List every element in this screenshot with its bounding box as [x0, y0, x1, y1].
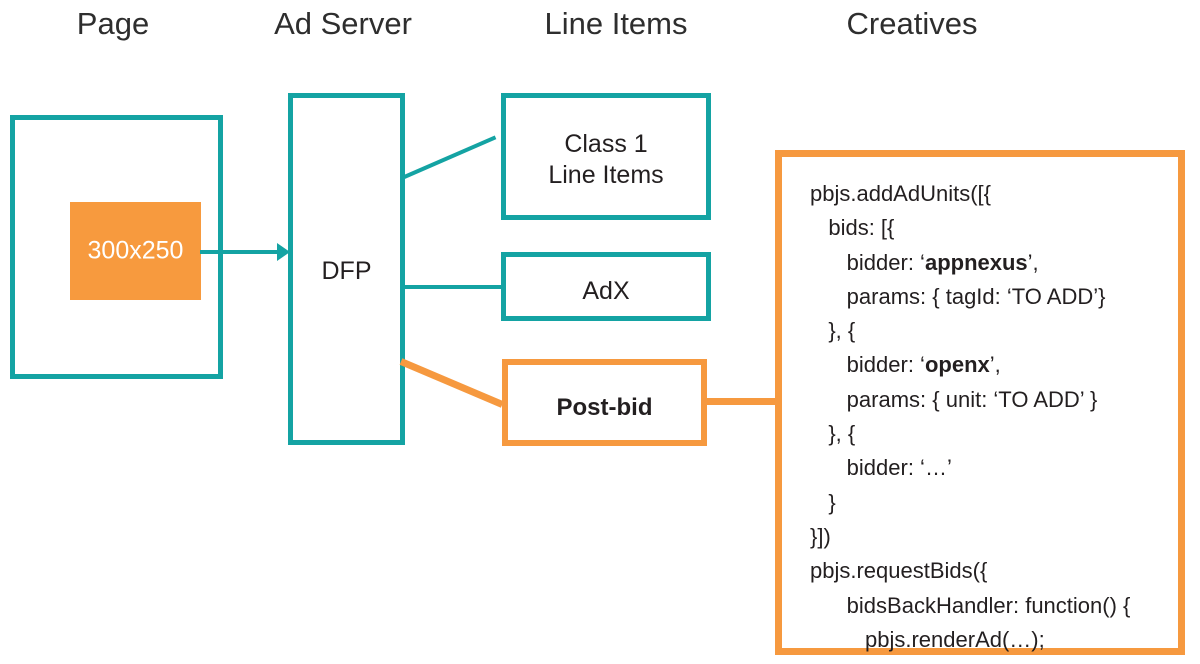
code-lines-container: pbjs.addAdUnits([{ bids: [{ bidder: ‘app…	[810, 177, 1172, 664]
code-line: }, {	[810, 318, 856, 344]
code-line: params: { tagId: ‘TO ADD’}	[810, 283, 1106, 309]
ad-slot-300x250: 300x250	[70, 202, 201, 300]
code-line: pbjs.requestBids({	[810, 558, 988, 584]
adx-label: AdX	[582, 277, 630, 305]
code-line: bidder: ‘…’	[810, 455, 952, 481]
class1-label-line1: Class 1	[564, 130, 648, 158]
code-line: pbjs.addAdUnits([{	[810, 181, 991, 206]
creative-code-block: pbjs.addAdUnits([{ bids: [{ bidder: ‘app…	[775, 150, 1185, 664]
code-line: params: { unit: ‘TO ADD’ }	[810, 386, 1098, 412]
code-line: }, {	[810, 421, 856, 447]
code-line: }])	[810, 523, 831, 549]
code-line: bidsBackHandler: function() {	[810, 592, 1131, 618]
class1-label-line2: Line Items	[548, 160, 664, 189]
column-header-page: Page	[76, 6, 150, 41]
connector-dfp-to-adx	[402, 285, 504, 289]
ad-slot-size-label: 300x250	[87, 236, 184, 265]
connector-slot-to-dfp	[200, 250, 283, 254]
line-item-adx-box: AdX	[501, 252, 711, 321]
code-line: }	[810, 657, 1172, 664]
dfp-label: DFP	[321, 257, 372, 285]
postbid-label: Post-bid	[556, 394, 653, 421]
connector-dfp-to-postbid	[399, 358, 504, 408]
code-bidder-name: appnexus	[924, 249, 1028, 275]
column-header-ad-server: Ad Server	[274, 6, 412, 41]
column-header-line-items: Line Items	[544, 6, 688, 41]
code-line: pbjs.renderAd(…);	[810, 626, 1045, 652]
line-item-postbid-box: Post-bid	[502, 359, 707, 446]
code-line: bidder: ‘appnexus’,	[810, 249, 1039, 275]
column-header-creatives: Creatives	[846, 6, 978, 41]
connector-dfp-to-class1	[401, 135, 497, 180]
code-bidder-name: openx	[924, 352, 990, 378]
code-line: bids: [{	[810, 215, 895, 241]
code-line: bidder: ‘openx’,	[810, 352, 1001, 378]
ad-server-dfp-box: DFP	[288, 93, 405, 445]
code-line: }	[810, 489, 836, 515]
arrowhead-icon	[277, 243, 290, 261]
connector-postbid-to-creative	[703, 398, 781, 405]
